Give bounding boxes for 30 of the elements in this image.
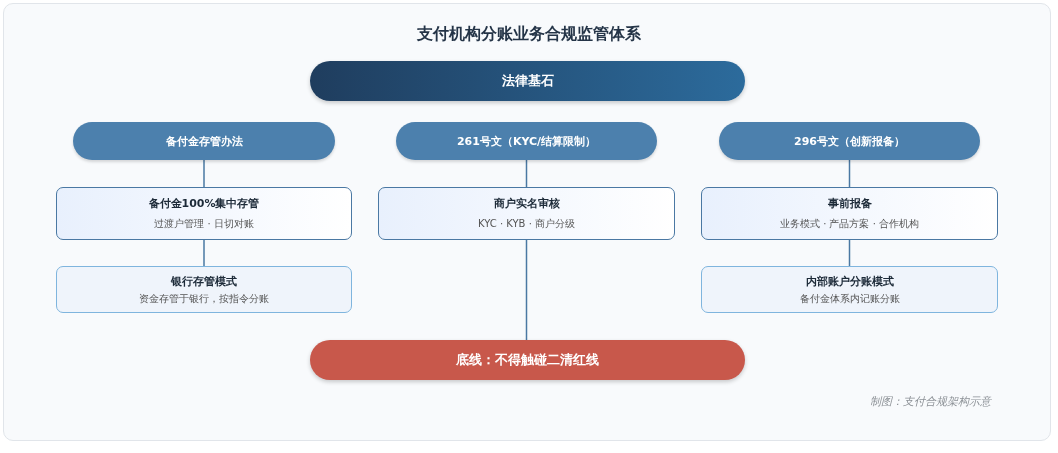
category-pill <box>396 122 657 160</box>
node-label: 261号文（KYC/结算限制） <box>456 133 597 149</box>
bottom-line-pill <box>310 340 745 380</box>
node-heading: 备付金100%集中存管 <box>148 196 260 211</box>
mode-box <box>56 266 352 313</box>
connector-line <box>203 159 205 188</box>
diagram-title: 支付机构分账业务合规监管体系 <box>416 24 642 45</box>
node-label: 底线：不得触碰二清红线 <box>456 351 599 369</box>
node-subtitle: 备付金体系内记账分账 <box>799 291 900 306</box>
category-pill <box>719 122 980 160</box>
node-heading: 内部账户分账模式 <box>805 273 894 289</box>
node-subtitle: 资金存管于银行，按指令分账 <box>139 291 269 306</box>
caption: 制图：支付合规架构示意 <box>868 394 993 409</box>
node-subtitle: 业务模式 · 产品方案 · 合作机构 <box>779 217 920 231</box>
node-label: 296号文（创新报备） <box>794 133 905 149</box>
node-subtitle: KYC · KYB · 商户分级 <box>478 217 575 231</box>
node-subtitle: 过渡户管理 · 日切对账 <box>154 217 254 231</box>
connector-line <box>525 239 528 341</box>
law-foundation-pill <box>310 61 745 101</box>
node-label: 法律基石 <box>501 72 554 90</box>
connector-line <box>848 239 851 267</box>
node-heading: 事前报备 <box>827 196 872 211</box>
connector-line <box>525 159 528 188</box>
node-heading: 银行存管模式 <box>171 273 237 289</box>
connector-line <box>203 239 205 267</box>
mode-box <box>701 266 998 313</box>
node-label: 备付金存管办法 <box>165 133 243 149</box>
node-heading: 商户实名审核 <box>493 196 560 211</box>
connector-line <box>848 159 851 188</box>
category-pill <box>73 122 335 160</box>
